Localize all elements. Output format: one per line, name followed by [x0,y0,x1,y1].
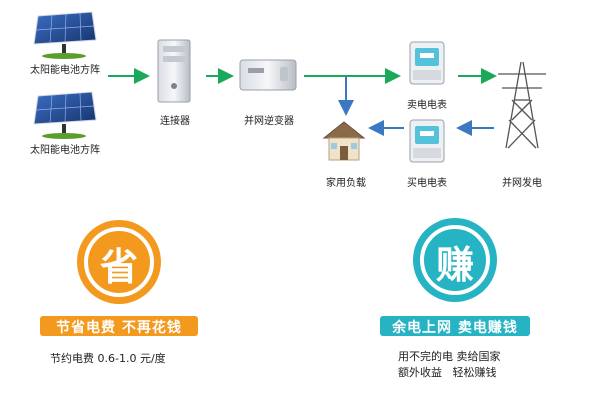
earn-title-ribbon [380,316,530,336]
grid-label: 并网发电 [502,178,542,189]
solar-array-1-label: 太阳能电池方阵 [30,65,100,76]
flow-arrows [108,68,497,136]
save-title: 节省电费 不再花钱 [56,320,182,336]
buy-meter-label: 买电电表 [407,178,447,189]
house-icon [322,121,366,161]
buy-meter-icon [409,119,445,163]
connector-icon [157,39,191,103]
earn-note-line-1: 用不完的电 卖给国家 [398,350,501,363]
connector-label: 连接器 [160,116,190,127]
house-load-label: 家用负载 [326,178,366,189]
sell-meter-icon [409,41,445,85]
solar-panel-2-icon [33,91,97,139]
save-glyph: 省 [99,245,138,289]
earn-note-line-2: 额外收益 轻松赚钱 [398,366,497,379]
earn-badge-icon [413,218,497,302]
sell-meter-label: 卖电电表 [407,100,447,111]
solar-panel-1-icon [33,11,97,59]
inverter-label: 并网逆变器 [244,116,294,127]
save-note: 节约电费 0.6-1.0 元/度 [50,352,166,365]
transmission-tower-icon [498,61,546,149]
earn-glyph: 赚 [435,243,474,287]
inverter-icon [239,59,297,91]
save-badge-icon [77,220,161,304]
save-title-ribbon [40,316,198,336]
earn-title: 余电上网 卖电赚钱 [392,320,518,336]
solar-array-2-label: 太阳能电池方阵 [30,145,100,156]
